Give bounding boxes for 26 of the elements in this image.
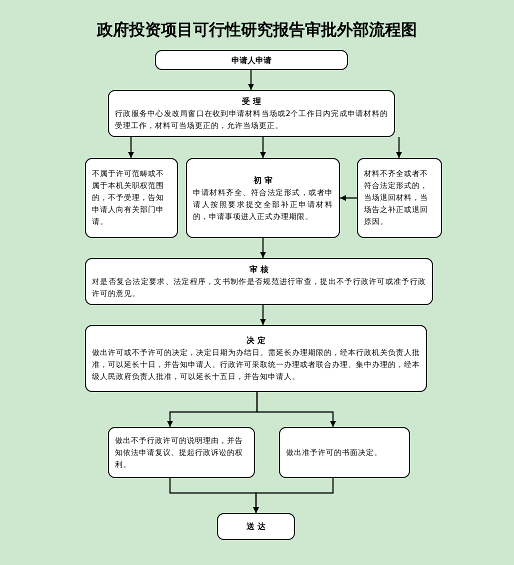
arrow [260, 238, 266, 258]
arrow [340, 195, 357, 201]
process-box [85, 325, 427, 392]
process-box [155, 50, 348, 70]
process-box [108, 90, 395, 137]
step-label: 送 达 [246, 521, 266, 533]
process-box [108, 427, 255, 478]
step-heading: 受 理 [241, 96, 262, 108]
arrow [248, 70, 254, 90]
title: 政府投资项目可行性研究报告审批外部流程图 [96, 20, 418, 41]
process-box [217, 513, 295, 540]
arrow [260, 305, 266, 325]
step-heading: 决 定 [246, 335, 266, 347]
arrow [396, 137, 402, 158]
process-box [85, 158, 178, 238]
arrow [253, 478, 334, 513]
arrow [256, 392, 336, 427]
step-label: 申请人申请 [230, 54, 272, 66]
process-box [186, 158, 340, 238]
process-box [279, 427, 410, 478]
step-heading: 初 审 [252, 174, 274, 186]
process-box [357, 158, 442, 238]
process-box [85, 258, 433, 305]
arrow [260, 137, 266, 158]
arrow [128, 137, 134, 158]
step-heading: 审 核 [248, 264, 270, 276]
